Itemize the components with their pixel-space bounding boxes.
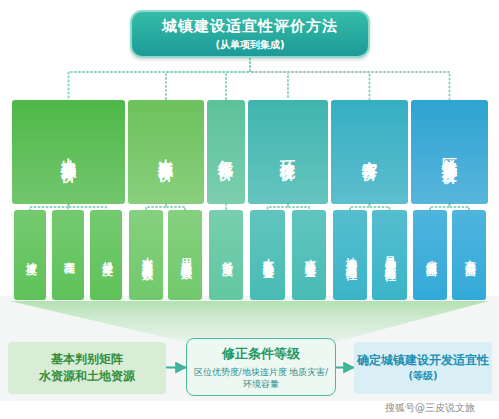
node-text: 省级层面	[423, 251, 438, 259]
background-band	[0, 296, 499, 401]
node-text: 区位优势度评价	[441, 134, 459, 170]
indicator-box: 风暴潮灾害危险性	[372, 210, 407, 300]
watermark: 搜狐号@三皮说文旅	[385, 401, 475, 415]
node-text: 土地资源评价	[60, 134, 78, 170]
node-text: 水资源总量模数	[139, 248, 154, 262]
indicator-box: 舒适度	[209, 210, 243, 300]
node-text: 大气环境容量	[260, 249, 275, 261]
indicator-box: 坡度	[14, 210, 46, 300]
input-box: 基本判别矩阵水资源和土地资源	[8, 342, 166, 394]
result-box: 确定城镇建设开发适宜性(等级)	[354, 342, 492, 394]
node-text: 舒适度	[219, 252, 234, 258]
indicator-box: 水资源总量模数	[129, 210, 163, 300]
indicator-box: 高程	[52, 210, 84, 300]
node-subtext: (从单项到集成)	[215, 38, 284, 52]
node-text: 修正条件等级	[222, 345, 300, 363]
category-box: 气候评价	[207, 100, 245, 204]
funnel-shape	[10, 301, 489, 342]
dotted-connector	[250, 58, 370, 100]
flow-arrow	[166, 367, 186, 369]
node-subtext: 水资源和土地资源	[39, 368, 135, 385]
node-text: 地质灾害危险性	[343, 248, 358, 262]
indicator-box: 水环境容量	[292, 210, 326, 300]
node-text: 气候评价	[217, 134, 235, 170]
node-text: 高程	[61, 253, 76, 257]
node-subtext: 区位优势度/地块连片度 地质灾害/环境容量	[187, 366, 335, 390]
node-subtext: (等级)	[408, 368, 437, 384]
node-text: 水资源评价	[157, 134, 175, 170]
dotted-connector	[250, 58, 288, 100]
node-text: 城镇建设适宜性评价方法	[162, 17, 338, 36]
node-text: 坡度	[23, 253, 38, 257]
indicator-box: 大气环境容量	[250, 210, 285, 300]
node-text: 确定城镇建设开发适宜性	[357, 352, 489, 368]
category-box: 灾害评价	[331, 100, 408, 204]
indicator-box: 地质灾害危险性	[333, 210, 367, 300]
dotted-connector	[250, 58, 450, 100]
category-box: 环境评价	[248, 100, 328, 204]
node-text: 环境评价	[279, 134, 297, 170]
indicator-box: 用水总量模数	[168, 210, 202, 300]
node-text: 水环境容量	[302, 250, 317, 260]
node-text: 基本判别矩阵	[51, 351, 123, 368]
node-text: 市县层面	[462, 251, 477, 259]
node-text: 风暴潮灾害危险性	[382, 247, 397, 263]
indicator-box: 省级层面	[413, 210, 447, 300]
title-banner: 城镇建设适宜性评价方法 (从单项到集成)	[130, 10, 370, 58]
process-box: 修正条件等级区位优势度/地块连片度 地质灾害/环境容量	[186, 338, 336, 396]
node-text: 起伏度	[99, 252, 114, 258]
category-box: 区位优势度评价	[411, 100, 488, 204]
node-text: 灾害评价	[361, 134, 379, 170]
indicator-box: 起伏度	[90, 210, 122, 300]
node-text: 用水总量模数	[178, 249, 193, 261]
category-box: 土地资源评价	[12, 100, 125, 204]
dotted-connector	[166, 58, 250, 100]
dotted-connector	[226, 58, 250, 100]
indicator-box: 市县层面	[452, 210, 486, 300]
dotted-connector	[69, 58, 251, 100]
category-box: 水资源评价	[128, 100, 204, 204]
flow-arrow	[336, 367, 354, 369]
